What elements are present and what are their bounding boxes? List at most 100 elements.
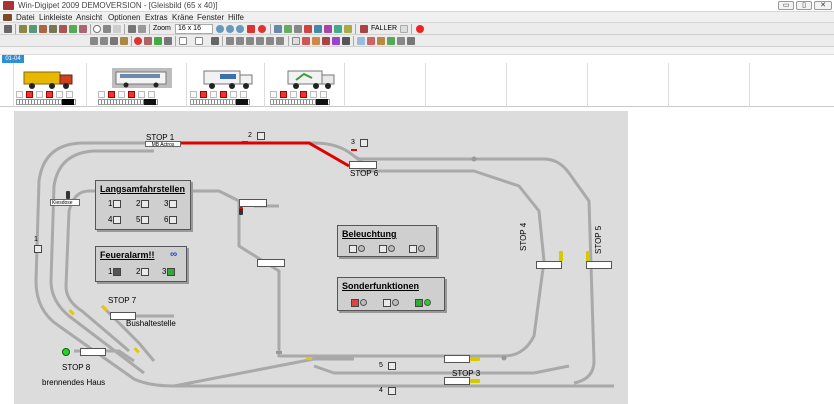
loco-2-function-button-4[interactable] xyxy=(138,91,145,98)
stop3-block-top[interactable] xyxy=(444,355,470,363)
sonder-button-3[interactable] xyxy=(415,298,423,307)
signal-stop4-icon[interactable] xyxy=(559,251,563,261)
tab-loco-group[interactable]: 01-04 xyxy=(2,55,24,63)
stop5-block[interactable] xyxy=(586,261,612,269)
faller-icon[interactable] xyxy=(360,25,368,33)
infinity-icon[interactable]: ∞ xyxy=(170,249,178,260)
block-button-1[interactable] xyxy=(34,245,42,253)
signal-kiesdose-icon[interactable] xyxy=(66,191,70,199)
crane-icon[interactable] xyxy=(49,25,57,33)
stop4-block[interactable] xyxy=(536,261,562,269)
loco-2-function-button-5[interactable] xyxy=(148,91,155,98)
loco-truck-yellow-icon[interactable] xyxy=(20,66,76,90)
track-icon[interactable] xyxy=(357,37,365,45)
faller-label[interactable]: FALLER xyxy=(371,25,398,32)
list-icon[interactable] xyxy=(397,37,405,45)
edit-icon[interactable] xyxy=(29,25,37,33)
beleuchtung-button-3[interactable] xyxy=(409,244,417,253)
loco-3-function-button-0[interactable] xyxy=(190,91,197,98)
speed-bar-1[interactable] xyxy=(16,99,76,105)
loco-2-function-button-0[interactable] xyxy=(98,91,105,98)
menu-optionen[interactable]: Optionen xyxy=(108,13,141,22)
kiesdose-label[interactable]: Kiesdose xyxy=(50,199,80,206)
wagon-icon[interactable] xyxy=(90,37,98,45)
stop1-sublabel[interactable]: MB Actros xyxy=(145,141,181,148)
pen-icon[interactable] xyxy=(39,25,47,33)
loco-2-function-button-1[interactable] xyxy=(108,91,115,98)
signal-stop3-bottom-icon[interactable] xyxy=(470,379,480,383)
menu-kraene[interactable]: Kräne xyxy=(172,13,194,22)
layout-icon[interactable] xyxy=(195,37,203,45)
loco-1-function-button-5[interactable] xyxy=(66,91,73,98)
loco-2-function-button-3[interactable] xyxy=(128,91,135,98)
zoom-out-icon[interactable] xyxy=(226,25,234,33)
connect-icon[interactable] xyxy=(274,25,282,33)
langsam-button-5[interactable] xyxy=(141,215,150,224)
menu-fenster[interactable]: Fenster xyxy=(197,13,225,22)
loco-list-icon[interactable] xyxy=(334,25,342,33)
emergency-stop-icon[interactable] xyxy=(416,25,424,33)
loco-truck-green-icon[interactable] xyxy=(282,66,338,90)
arrow-up-icon[interactable] xyxy=(100,37,108,45)
block-center-top[interactable] xyxy=(239,199,267,207)
block-center-mid[interactable] xyxy=(257,259,285,267)
pos-icon[interactable] xyxy=(387,37,395,45)
beleuchtung-button-2[interactable] xyxy=(379,244,387,253)
menu-datei[interactable]: Datei xyxy=(16,13,35,22)
fire-icon[interactable] xyxy=(304,25,312,33)
langsam-button-1[interactable] xyxy=(113,199,122,208)
tool-icon[interactable] xyxy=(59,25,67,33)
loco-4-function-button-2[interactable] xyxy=(290,91,297,98)
sound-icon[interactable] xyxy=(113,25,121,33)
route-icon[interactable] xyxy=(258,25,266,33)
crossing-icon[interactable] xyxy=(246,37,254,45)
stop8-block[interactable] xyxy=(80,348,106,356)
stop8-light-icon[interactable] xyxy=(62,348,70,356)
langsam-button-2[interactable] xyxy=(141,199,150,208)
signal-stop3-top-icon[interactable] xyxy=(470,357,480,361)
train-icon[interactable] xyxy=(4,25,12,33)
loco-3-function-button-4[interactable] xyxy=(230,91,237,98)
record-icon[interactable] xyxy=(134,37,142,45)
langsam-button-3[interactable] xyxy=(169,199,178,208)
signal-icon[interactable] xyxy=(69,25,77,33)
clock-icon[interactable] xyxy=(93,25,101,33)
zoom-icon[interactable] xyxy=(138,25,146,33)
loco-1-function-button-3[interactable] xyxy=(46,91,53,98)
loco-3-function-button-5[interactable] xyxy=(240,91,247,98)
memory-icon[interactable] xyxy=(407,37,415,45)
loco-3-function-button-1[interactable] xyxy=(200,91,207,98)
loco-4-function-button-5[interactable] xyxy=(320,91,327,98)
info-icon[interactable] xyxy=(211,37,219,45)
sonder-button-1[interactable] xyxy=(351,298,359,307)
menu-linkleiste[interactable]: Linkleiste xyxy=(39,13,73,22)
beleuchtung-button-1[interactable] xyxy=(349,244,357,253)
feuer-button-1[interactable] xyxy=(113,267,122,276)
stop3-block-bottom[interactable] xyxy=(444,377,470,385)
trophy-icon[interactable] xyxy=(322,37,330,45)
mfx-icon[interactable] xyxy=(332,37,340,45)
dropdown-icon[interactable] xyxy=(400,25,408,33)
car-icon[interactable] xyxy=(19,25,27,33)
menu-hilfe[interactable]: Hilfe xyxy=(228,13,245,22)
block-button-2[interactable] xyxy=(257,132,265,140)
loco-bus-white-icon[interactable] xyxy=(112,66,172,90)
stop7-block[interactable] xyxy=(110,312,136,320)
flag-icon[interactable] xyxy=(110,37,118,45)
chart-icon[interactable] xyxy=(312,37,320,45)
loco-3-function-button-2[interactable] xyxy=(210,91,217,98)
wrench-icon[interactable] xyxy=(79,25,87,33)
menu-ansicht[interactable]: Ansicht xyxy=(76,13,103,22)
table-icon[interactable] xyxy=(342,37,350,45)
loco-1-function-button-0[interactable] xyxy=(16,91,23,98)
zoom-fit-icon[interactable] xyxy=(236,25,244,33)
loco-4-function-button-1[interactable] xyxy=(280,91,287,98)
stop6-block[interactable] xyxy=(349,161,377,169)
grid-icon[interactable] xyxy=(292,37,300,45)
close-button[interactable]: ✕ xyxy=(814,1,832,10)
signal-stop5-icon[interactable] xyxy=(586,251,590,261)
alert-icon[interactable] xyxy=(247,25,255,33)
menu-extras[interactable]: Extras xyxy=(145,13,168,22)
feuer-button-3[interactable] xyxy=(167,267,176,276)
loco-4-function-button-3[interactable] xyxy=(300,91,307,98)
